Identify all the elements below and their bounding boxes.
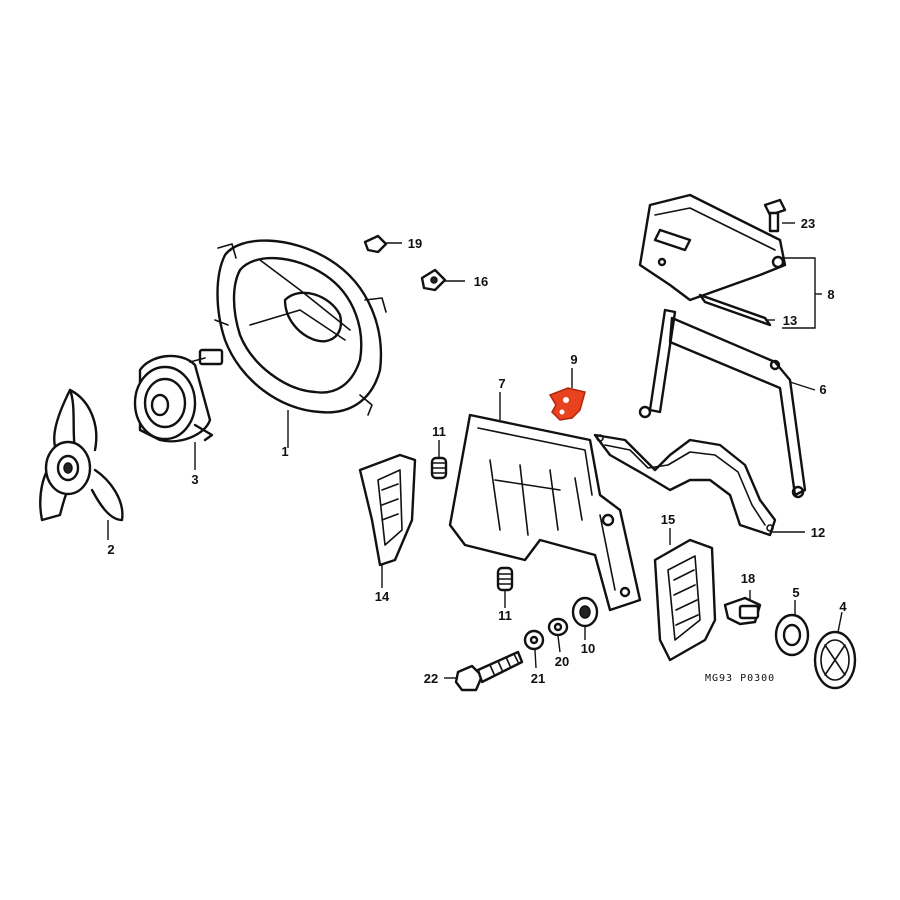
part-11-rubber-lower[interactable] [496,566,514,592]
callout-16: 16 [474,274,488,289]
callout-23: 23 [801,216,815,231]
callout-4: 4 [839,599,847,614]
part-11-rubber-upper[interactable] [430,456,448,480]
part-20-washer[interactable] [547,617,569,637]
callout-10: 10 [581,641,595,656]
part-10-collar[interactable] [571,596,599,628]
callout-13: 13 [783,313,797,328]
callout-19: 19 [408,236,422,251]
part-23-bolt[interactable] [763,198,787,233]
part-5-grommet[interactable] [774,613,810,657]
callout-1: 1 [281,444,288,459]
callout-20: 20 [555,654,569,669]
callout-12: 12 [811,525,825,540]
part-6-stay[interactable] [638,308,807,499]
part-14-left-cover[interactable] [358,453,417,567]
part-18-collar[interactable] [723,596,762,626]
part-21-washer[interactable] [523,629,545,651]
callout-11-upper: 11 [432,424,446,439]
part-16-nut[interactable] [420,268,447,292]
callout-8: 8 [827,287,834,302]
part-8-bracket-assembly[interactable] [638,193,787,302]
part-13-strap[interactable] [698,293,772,327]
callout-18: 18 [741,571,755,586]
part-9-bracket-highlighted[interactable] [548,387,586,421]
callout-11-lower: 11 [498,608,512,623]
part-4-cap[interactable] [813,630,857,690]
part-22-bolt[interactable] [454,650,524,692]
callout-3: 3 [191,472,198,487]
callout-15: 15 [661,512,675,527]
drawing-code: MG93 P0300 [705,673,775,684]
part-12-rear-gasket[interactable] [593,433,777,537]
callout-14: 14 [375,589,390,604]
callout-22: 22 [424,671,438,686]
leader-lines [107,222,843,679]
callout-21: 21 [531,671,545,686]
callout-9: 9 [570,352,577,367]
callout-6: 6 [819,382,826,397]
part-19-clip[interactable] [363,234,388,254]
callout-7: 7 [498,376,505,391]
part-15-right-cover[interactable] [653,538,717,662]
part-3-fan-motor[interactable] [133,348,224,443]
callout-5: 5 [792,585,799,600]
callout-2: 2 [107,542,114,557]
part-7-center-panel[interactable] [448,413,642,612]
part-1-fan-shroud[interactable] [214,239,387,416]
part-2-fan-blade[interactable] [39,388,124,522]
